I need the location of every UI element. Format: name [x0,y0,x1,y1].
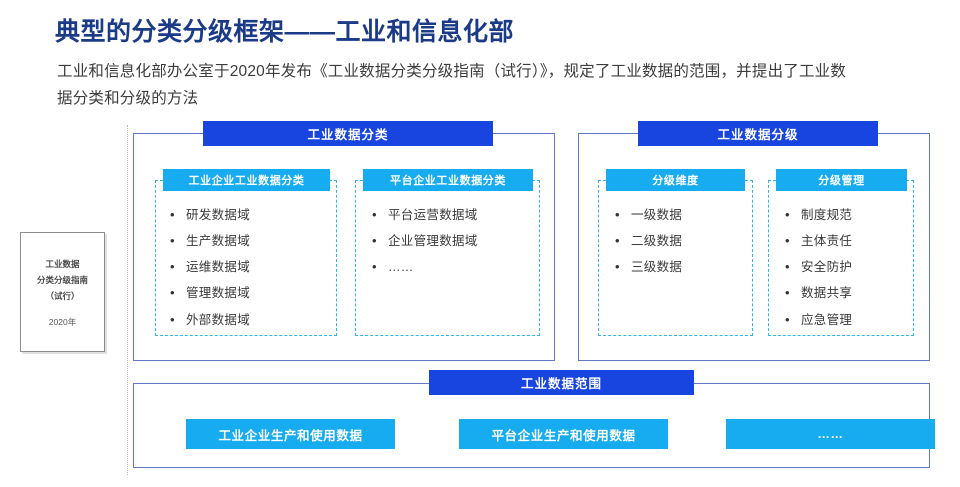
dashed-box-industrial-enterprise-heading: 工业企业工业数据分类 [163,169,330,191]
list-grading-dimension: • 一级数据 • 二级数据 • 三级数据 [615,208,682,286]
list-item: • …… [372,259,414,275]
list-industrial-enterprise: • 研发数据域 • 生产数据域 • 运维数据域 • 管理数据域 • 外部数据域 [170,208,250,339]
list-item: • 数据共享 [785,285,853,301]
dotted-connector-rail [127,125,128,475]
bullet-icon: • [372,207,377,222]
bullet-icon: • [615,259,620,275]
bullet-icon: • [170,259,175,275]
doc-year: 2020年 [48,317,77,328]
dashed-box-platform-enterprise-heading: 平台企业工业数据分类 [363,169,533,191]
list-item: • 安全防护 [785,259,853,275]
doc-line-3: （试行） [45,291,80,302]
bullet-icon: • [785,233,790,249]
bullet-icon: • [170,207,175,222]
list-grading-management: • 制度规范 • 主体责任 • 安全防护 • 数据共享 • 应急管理 [785,208,852,339]
source-document-card: 工业数据 分类分级指南 （试行） 2020年 [20,232,105,352]
scope-box-ellipsis[interactable]: …… [726,419,935,449]
bullet-icon: • [170,285,175,301]
list-item: • 管理数据域 [170,285,251,301]
list-item: • 运维数据域 [170,259,251,275]
page-title: 典型的分类分级框架——工业和信息化部 [55,18,515,46]
doc-line-2: 分类分级指南 [36,274,88,285]
list-item: • 制度规范 [785,207,853,222]
scope-box-industrial-enterprise[interactable]: 工业企业生产和使用数据 [186,419,395,449]
list-item: • 企业管理数据域 [372,233,478,249]
list-item: • 平台运营数据域 [372,207,478,222]
bullet-icon: • [785,311,790,327]
list-item: • 应急管理 [785,311,853,327]
dashed-box-grading-management-heading: 分级管理 [776,169,907,191]
list-item: • 主体责任 [785,233,853,249]
scope-box-platform-enterprise[interactable]: 平台企业生产和使用数据 [459,419,668,449]
panel-grading-title: 工业数据分级 [638,121,878,146]
dashed-box-grading-dimension-heading: 分级维度 [606,169,745,191]
bullet-icon: • [170,233,175,249]
list-item: • 二级数据 [615,233,683,249]
panel-classification-title: 工业数据分类 [203,121,493,146]
list-item: • 外部数据域 [170,311,251,327]
list-item: • 生产数据域 [170,233,251,249]
bullet-icon: • [615,207,620,222]
bullet-icon: • [372,259,377,275]
list-platform-enterprise: • 平台运营数据域 • 企业管理数据域 • …… [372,208,478,286]
list-item: • 研发数据域 [170,207,251,222]
bullet-icon: • [372,233,377,249]
bullet-icon: • [170,311,175,327]
bullet-icon: • [785,207,790,222]
list-item: • 三级数据 [615,259,683,275]
panel-data-scope-title: 工业数据范围 [429,370,694,395]
bullet-icon: • [785,259,790,275]
doc-line-1: 工业数据 [45,258,80,269]
list-item: • 一级数据 [615,207,683,222]
bullet-icon: • [785,285,790,301]
bullet-icon: • [615,233,620,249]
page-subtitle: 工业和信息化部办公室于2020年发布《工业数据分类分级指南（试行）》，规定了工业… [57,63,847,108]
